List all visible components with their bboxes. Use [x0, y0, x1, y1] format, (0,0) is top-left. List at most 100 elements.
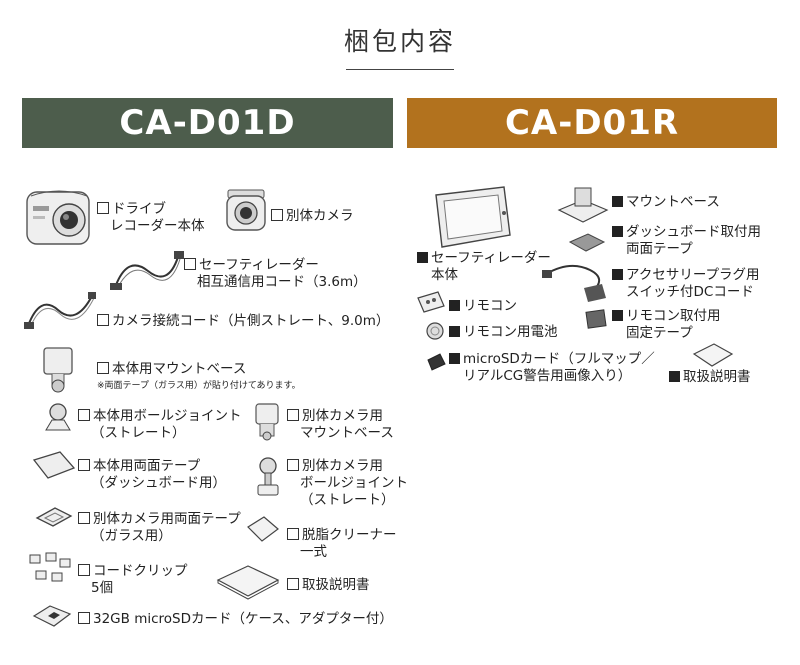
dash-tape-label: ダッシュボード取付用 両面テープ: [612, 224, 761, 258]
camera-joint-label: 別体カメラ用 ボールジョイント （ストレート）: [287, 458, 408, 509]
camera-cord-label: カメラ接続コード（片側ストレート、9.0m）: [97, 313, 389, 330]
remote-tape-illustration: [585, 309, 607, 329]
bullet-icon: [612, 269, 623, 280]
battery-label: リモコン用電池: [449, 324, 558, 341]
cleaner-label: 脱脂クリーナー 一式: [287, 527, 397, 561]
remote-label: リモコン: [449, 298, 517, 315]
bullet-icon: [449, 353, 460, 364]
remote-tape-line1: リモコン取付用: [626, 308, 721, 324]
bullet-icon: [449, 326, 460, 337]
recorder-label: ドライブ レコーダー本体: [97, 201, 205, 235]
tape-label: 本体用両面テープ （ダッシュボード用）: [78, 458, 226, 492]
cleaner-line1: 脱脂クリーナー: [302, 527, 397, 543]
checkbox-icon: [78, 459, 90, 471]
ball-joint-label: 本体用ボールジョイント （ストレート）: [78, 408, 242, 442]
right-sd-card-line1: microSDカード（フルマップ／: [463, 351, 655, 367]
bullet-icon: [669, 371, 680, 382]
camera-tape-line1: 別体カメラ用両面テープ: [93, 511, 241, 527]
remote-tape-label: リモコン取付用 固定テープ: [612, 308, 721, 342]
camera-mount-illustration: [255, 403, 279, 441]
camera-mount-label: 別体カメラ用 マウントベース: [287, 408, 394, 442]
radar-cord-line1: セーフティレーダー: [199, 257, 319, 273]
bullet-icon: [612, 196, 623, 207]
right-mount-base-illustration: [557, 187, 609, 223]
sd-card-label: 32GB microSDカード（ケース、アダプター付）: [78, 611, 393, 628]
manual-illustration: [216, 565, 280, 600]
checkbox-icon: [97, 202, 109, 214]
radar-unit-illustration: [435, 186, 511, 248]
separate-camera-text: 別体カメラ: [286, 208, 354, 224]
right-sd-card-label: microSDカード（フルマップ／ リアルCG警告用画像入り）: [449, 351, 655, 385]
radar-unit-line2: 本体: [431, 267, 458, 283]
dash-tape-line2: 両面テープ: [626, 241, 693, 257]
right-sd-card-line2: リアルCG警告用画像入り）: [463, 368, 632, 384]
manual-text: 取扱説明書: [302, 577, 370, 593]
cord-clips-label: コードクリップ 5個: [78, 563, 188, 597]
mount-base-text: 本体用マウントベース: [112, 361, 247, 377]
sd-card-text: 32GB microSDカード（ケース、アダプター付）: [93, 611, 393, 627]
radar-unit-line1: セーフティレーダー: [431, 250, 551, 266]
checkbox-icon: [287, 409, 299, 421]
cleaner-line2: 一式: [300, 544, 327, 560]
camera-tape-illustration: [35, 507, 73, 527]
manual-label: 取扱説明書: [287, 577, 370, 594]
right-mount-base-text: マウントベース: [626, 194, 720, 210]
dc-cord-label: アクセサリープラグ用 スイッチ付DCコード: [612, 267, 760, 301]
camera-mount-line2: マウントベース: [300, 425, 394, 441]
checkbox-icon: [78, 512, 90, 524]
ball-joint-line1: 本体用ボールジョイント: [93, 408, 242, 424]
recorder-label-line1: ドライブ: [112, 201, 166, 217]
bullet-icon: [449, 300, 460, 311]
dc-cord-illustration: [542, 264, 606, 302]
radar-unit-label: セーフティレーダー 本体: [417, 250, 551, 284]
camera-tape-line2: （ガラス用）: [91, 528, 172, 544]
checkbox-icon: [287, 459, 299, 471]
camera-cord-illustration: [24, 292, 96, 329]
camera-cord-text: カメラ接続コード（片側ストレート、9.0m）: [112, 313, 390, 329]
cord-clips-illustration: [29, 552, 71, 582]
mount-base-illustration: [43, 347, 73, 393]
camera-tape-label: 別体カメラ用両面テープ （ガラス用）: [78, 511, 241, 545]
sd-card-illustration: [32, 605, 72, 627]
model-header-right: CA-D01R: [407, 98, 777, 148]
ball-joint-illustration: [45, 403, 71, 431]
checkbox-icon: [78, 409, 90, 421]
checkbox-icon: [97, 362, 109, 374]
mount-note: ※両面テープ（ガラス用）が貼り付けてあります。: [97, 381, 301, 391]
battery-text: リモコン用電池: [463, 324, 558, 340]
dash-tape-line1: ダッシュボード取付用: [626, 224, 761, 240]
separate-camera-label: 別体カメラ: [271, 208, 354, 225]
tape-line2: （ダッシュボード用）: [91, 475, 226, 491]
page-title: 梱包内容: [343, 27, 456, 56]
right-manual-text: 取扱説明書: [683, 369, 751, 385]
camera-mount-line1: 別体カメラ用: [302, 408, 383, 424]
right-mount-base-label: マウントベース: [612, 194, 720, 211]
dc-cord-line1: アクセサリープラグ用: [626, 267, 760, 283]
remote-text: リモコン: [463, 298, 517, 314]
cord-clips-line1: コードクリップ: [93, 563, 188, 579]
bullet-icon: [417, 252, 428, 263]
recorder-label-line2: レコーダー本体: [110, 218, 205, 234]
checkbox-icon: [78, 612, 90, 624]
camera-joint-line2: ボールジョイント: [300, 475, 408, 491]
dash-tape-illustration: [568, 233, 606, 252]
checkbox-icon: [287, 578, 299, 590]
checkbox-icon: [78, 564, 90, 576]
camera-joint-illustration: [257, 457, 279, 496]
ball-joint-line2: （ストレート）: [91, 425, 186, 441]
bullet-icon: [612, 226, 623, 237]
mount-base-label: 本体用マウントベース: [97, 361, 246, 378]
bullet-icon: [612, 310, 623, 321]
remote-tape-line2: 固定テープ: [626, 325, 693, 341]
tape-illustration: [32, 451, 76, 479]
checkbox-icon: [97, 314, 109, 326]
title-underline: [346, 69, 454, 70]
checkbox-icon: [184, 258, 196, 270]
cord-clips-line2: 5個: [91, 580, 114, 596]
dc-cord-line2: スイッチ付DCコード: [626, 284, 754, 300]
right-sd-card-illustration: [427, 353, 446, 371]
cleaner-illustration: [247, 516, 279, 542]
radar-cord-label: セーフティレーダー 相互通信用コード（3.6m）: [184, 257, 367, 291]
drive-recorder-illustration: [26, 190, 90, 245]
tape-line1: 本体用両面テープ: [93, 458, 201, 474]
